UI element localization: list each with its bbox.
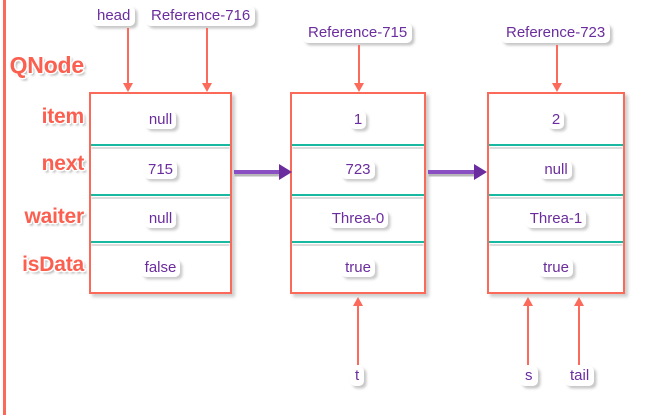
node-723-cell-isdata: true [489, 243, 623, 292]
node-box-715: 1 723 Threa-0 true [290, 92, 426, 294]
link-arrow-716-to-715 [234, 170, 280, 174]
node-715-waiter-value: Threa-0 [327, 210, 389, 228]
node-716-isdata-value: false [140, 258, 181, 277]
struct-name-label: QNode [9, 52, 85, 78]
node-723-divider-3 [489, 241, 623, 243]
node-715-cell-waiter: Threa-0 [292, 196, 424, 242]
field-label-waiter: waiter [24, 205, 85, 228]
pointer-arrow-head [127, 28, 129, 84]
pointer-tag-head: head [92, 6, 136, 26]
pointer-arrow-reference-723 [556, 45, 558, 84]
node-715-next-value: 723 [341, 161, 375, 179]
node-716-next-value: 715 [143, 161, 178, 179]
node-723-cell-next: null [489, 146, 623, 194]
node-715-cell-next: 723 [292, 146, 424, 194]
node-716-cell-waiter: null [91, 196, 230, 242]
node-715-divider-2 [292, 194, 424, 196]
pointer-tag-reference-723: Reference-723 [501, 23, 611, 43]
link-arrow-715-to-723 [428, 170, 475, 174]
node-box-716: null 715 null false [89, 92, 232, 294]
node-715-isdata-value: true [341, 258, 375, 277]
node-723-cell-item: 2 [489, 94, 623, 146]
pointer-tag-reference-715: Reference-715 [303, 23, 413, 43]
pointer-tag-s: s [520, 366, 538, 386]
left-red-rule [3, 0, 6, 415]
node-715-cell-isdata: true [292, 243, 424, 292]
node-716-cell-next: 715 [91, 146, 230, 194]
node-723-divider-2 [489, 194, 623, 196]
node-715-divider-3 [292, 241, 424, 243]
node-716-divider-2 [91, 194, 230, 196]
pointer-arrow-t [357, 305, 359, 365]
pointer-arrow-s [527, 305, 529, 365]
pointer-arrow-reference-715 [358, 45, 360, 84]
node-715-cell-item: 1 [292, 94, 424, 146]
node-723-next-value: null [540, 161, 572, 179]
pointer-tag-t: t [350, 366, 365, 386]
node-716-cell-isdata: false [91, 243, 230, 292]
node-723-waiter-value: Threa-1 [525, 210, 587, 228]
node-716-item-value: null [144, 111, 177, 129]
field-label-item: item [41, 105, 85, 128]
node-716-divider-3 [91, 241, 230, 243]
node-723-divider-1 [489, 144, 623, 146]
node-715-divider-1 [292, 144, 424, 146]
pointer-arrow-reference-716 [206, 28, 208, 84]
pointer-tag-reference-716: Reference-716 [146, 6, 256, 26]
pointer-tag-tail: tail [565, 366, 595, 386]
node-723-isdata-value: true [539, 258, 573, 277]
node-box-723: 2 null Threa-1 true [487, 92, 625, 294]
node-716-divider-1 [91, 144, 230, 146]
pointer-arrow-tail [578, 305, 580, 365]
node-716-waiter-value: null [144, 210, 177, 228]
field-label-next: next [41, 152, 85, 175]
node-723-item-value: 2 [547, 111, 565, 129]
node-715-item-value: 1 [349, 111, 367, 129]
node-723-cell-waiter: Threa-1 [489, 196, 623, 242]
field-label-isdata: isData [22, 253, 84, 276]
node-716-cell-item: null [91, 94, 230, 146]
